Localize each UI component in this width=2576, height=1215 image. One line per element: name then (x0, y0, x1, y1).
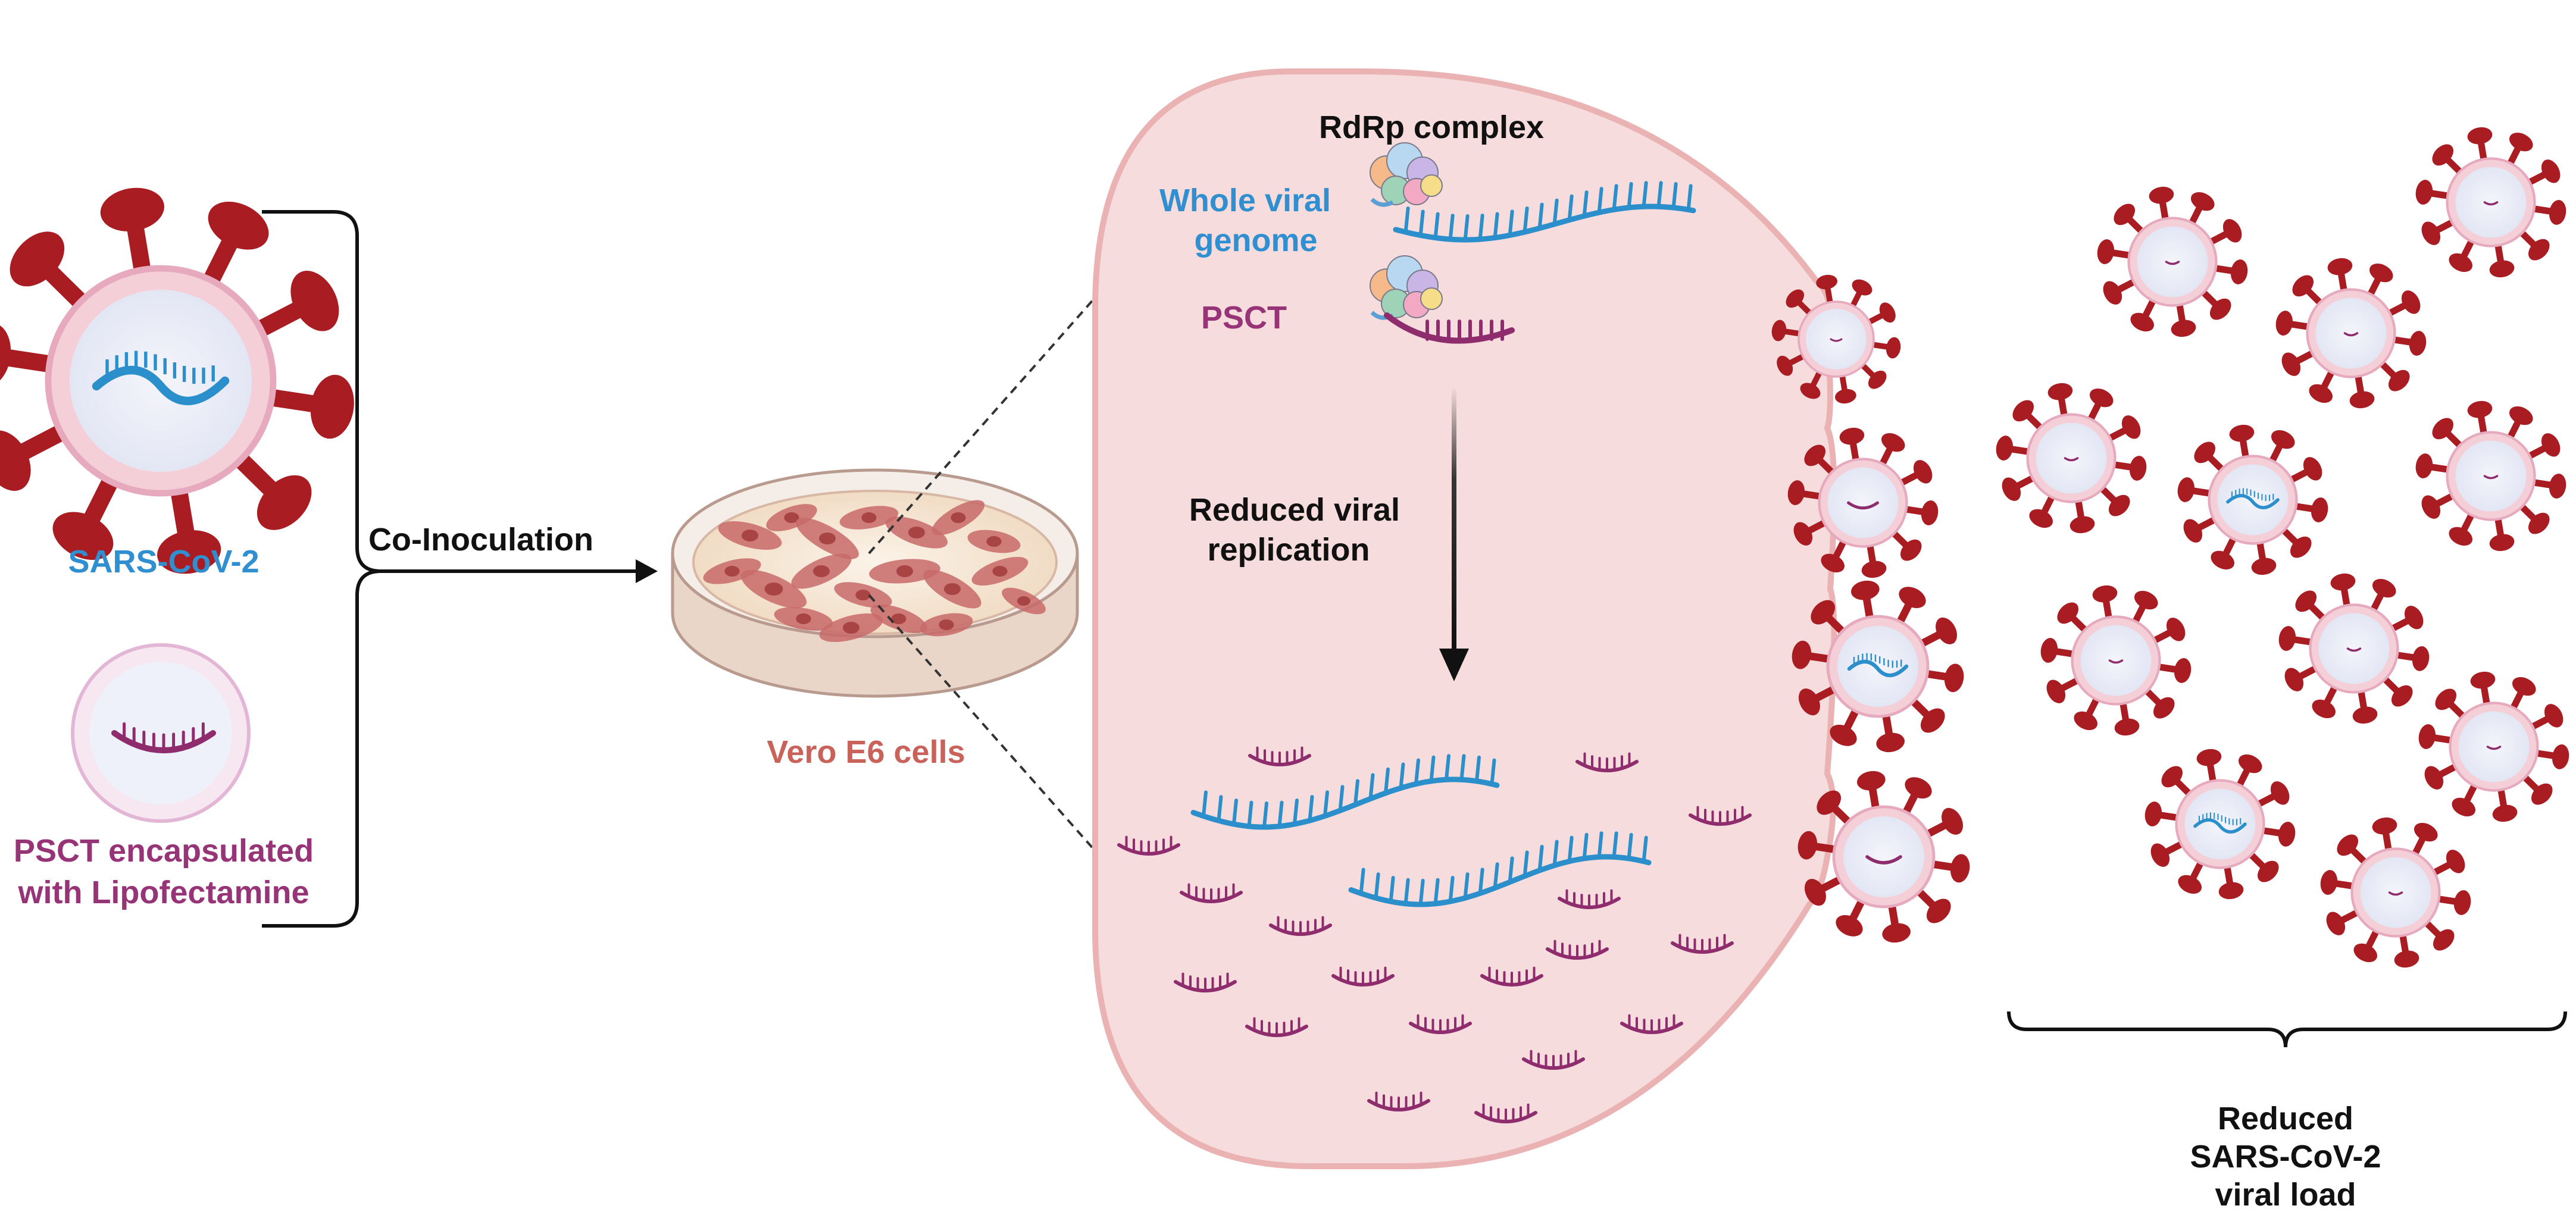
psct-label: PSCT (1201, 300, 1287, 336)
psct-strand-icon (1480, 966, 1543, 987)
psct-strand-icon (1474, 1103, 1537, 1123)
psct-strand-icon (1575, 752, 1639, 772)
rdrp-complex-label: RdRp complex (1319, 109, 1544, 145)
psct-strand-icon (1367, 1091, 1430, 1111)
psct-strand-icon (1671, 934, 1734, 954)
psct-strand-icon (1248, 746, 1311, 766)
virus-icon (0, 187, 354, 574)
budding-virions-group (1771, 274, 1970, 943)
rna-strand-icon (1393, 181, 1696, 243)
virus-icon (1771, 274, 1901, 404)
sars-cov-2-label: SARS-CoV-2 (68, 544, 259, 580)
reduced-replication-label-line2: replication (1207, 532, 1370, 568)
liposome-icon (71, 643, 251, 823)
reduced-replication-label-line1: Reduced viral (1189, 492, 1400, 528)
rdrp-enzyme-icon (1370, 142, 1443, 207)
rna-strands-group (1117, 181, 1752, 1123)
virus-icon (2144, 749, 2296, 900)
virus-icon (2040, 585, 2192, 736)
rna-strand-icon (1190, 754, 1500, 830)
whole-viral-genome-label-line2: genome (1194, 223, 1317, 258)
psct-strand-icon (1269, 916, 1332, 936)
virus-icon (1792, 580, 1964, 753)
reduced-load-label-line1: Reduced (2218, 1101, 2353, 1136)
vero-cells-label: Vero E6 cells (767, 734, 965, 770)
petri-dish-icon (671, 468, 1079, 698)
psct-strand-icon (1174, 972, 1237, 992)
psct-encapsulated-label-line2: with Lipofectamine (17, 875, 309, 910)
psct-strand-icon (1180, 883, 1243, 903)
reduced-load-label-line3: viral load (2215, 1177, 2356, 1213)
psct-strand-icon (1546, 940, 1609, 960)
virus-icon (2275, 258, 2427, 409)
virus-icon (2415, 400, 2566, 552)
psct-strand-icon (1522, 1050, 1585, 1070)
virus-icon (2097, 186, 2248, 337)
virus-icon (2278, 573, 2430, 724)
whole-viral-genome-label-line1: Whole viral (1159, 183, 1331, 218)
virus-icon (2177, 424, 2328, 575)
psct-strand-icon (1620, 1014, 1683, 1034)
psct-strand-icon (1689, 806, 1752, 826)
virus-icon (2415, 127, 2566, 278)
rdrp-enzyme-icon (1370, 255, 1443, 320)
virus-icon (1797, 771, 1970, 943)
reduced-load-label-line2: SARS-CoV-2 (2190, 1139, 2381, 1175)
virus-icon (1996, 383, 2147, 534)
psct-encapsulated-label-line1: PSCT encapsulated (14, 833, 314, 869)
rna-strand-icon (1348, 831, 1652, 907)
psct-strand-icon (1117, 835, 1180, 856)
psct-bound-strand (1384, 312, 1515, 344)
virus-icon (2418, 671, 2569, 822)
coinoculation-label: Co-Inoculation (368, 522, 593, 558)
sars-cov-2-virus-icon (0, 187, 354, 574)
replication-arrow-icon (1439, 387, 1469, 681)
psct-strand-icon (1409, 1014, 1472, 1034)
psct-strand-icon (1331, 966, 1395, 987)
whole-genome-strand (1393, 181, 1696, 243)
psct-strand-icon (1245, 1017, 1308, 1037)
released-virions-group (1996, 127, 2569, 968)
virus-icon (2320, 817, 2471, 968)
output-brace-icon (2007, 1011, 2567, 1048)
input-bracket (262, 210, 382, 928)
virus-icon (1787, 427, 1939, 578)
coinoculation-arrow-icon (381, 559, 658, 583)
psct-strand-icon (1558, 889, 1621, 909)
